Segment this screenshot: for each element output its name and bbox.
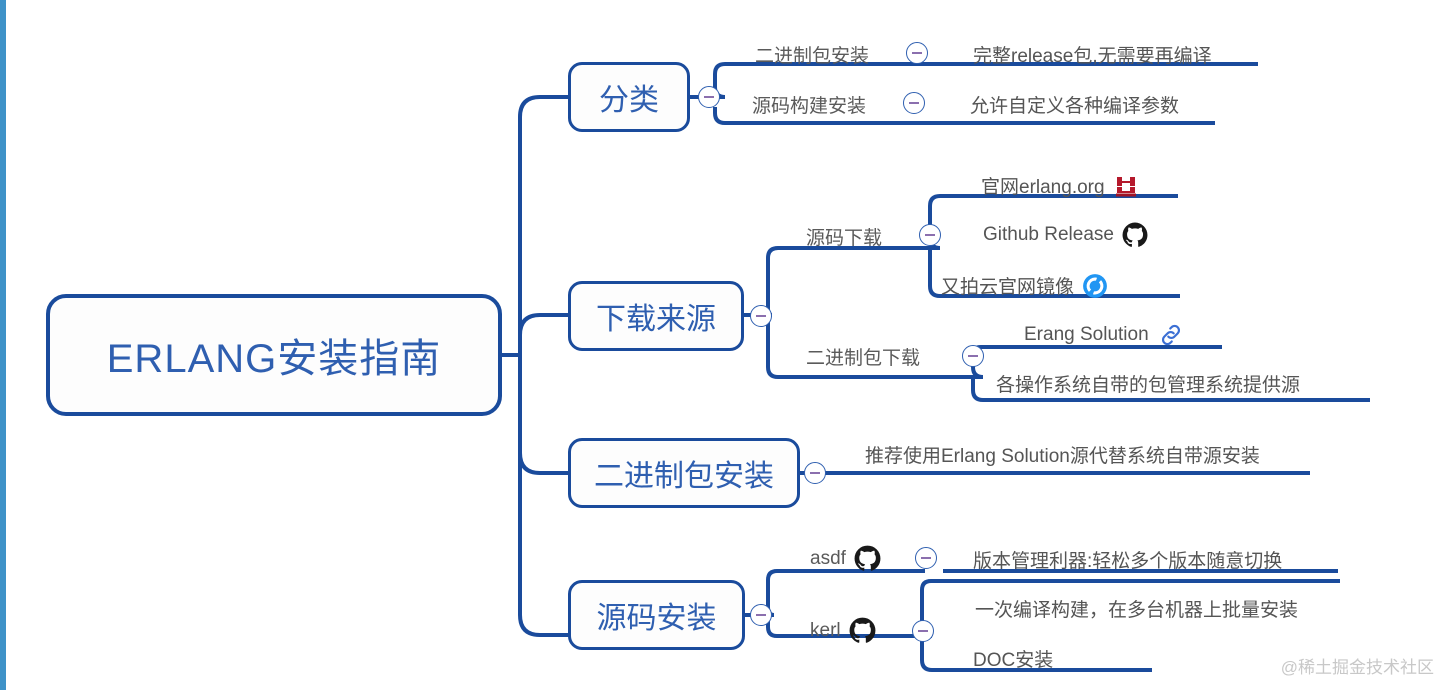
collapse-toggle-fenlei[interactable] bbox=[698, 86, 720, 108]
collapse-toggle-source-install[interactable] bbox=[750, 604, 772, 626]
leaf-text: 版本管理利器:轻松多个版本随意切换 bbox=[973, 551, 1283, 572]
collapse-toggle-asdf[interactable] bbox=[915, 547, 937, 569]
leaf-label-github-release[interactable]: Github Release bbox=[983, 222, 1148, 248]
leaf-text: 推荐使用Erlang Solution源代替系统自带源安装 bbox=[865, 446, 1260, 467]
leaf-label-release-package[interactable]: 完整release包,无需要再编译 bbox=[973, 41, 1212, 68]
leaf-text: 官网erlang.org bbox=[981, 177, 1105, 198]
subbranch-text: 源码构建安装 bbox=[752, 96, 867, 117]
subbranch-text: kerl bbox=[810, 619, 841, 641]
leaf-label-upyun-mirror[interactable]: 又拍云官网镜像 bbox=[941, 272, 1108, 299]
leaf-label-version-manager[interactable]: 版本管理利器:轻松多个版本随意切换 bbox=[973, 546, 1282, 573]
branch-node-label: 二进制包安装 bbox=[594, 460, 774, 493]
leaf-label-custom-compile-params[interactable]: 允许自定义各种编译参数 bbox=[970, 91, 1179, 118]
collapse-toggle-yuanmagoujian[interactable] bbox=[903, 92, 925, 114]
branch-node-xiazailaiyuan[interactable]: 下载来源 bbox=[568, 281, 744, 351]
leaf-label-erlang-official-site[interactable]: 官网erlang.org bbox=[981, 172, 1139, 199]
subbranch-text: 源码下载 bbox=[806, 228, 883, 249]
subbranch-text: 二进制包安装 bbox=[755, 46, 870, 67]
leaf-text: 又拍云官网镜像 bbox=[941, 277, 1075, 298]
leaf-label-os-package-manager[interactable]: 各操作系统自带的包管理系统提供源 bbox=[996, 370, 1300, 397]
leaf-text: 一次编译构建，在多台机器上批量安装 bbox=[975, 600, 1299, 621]
subbranch-text: asdf bbox=[810, 547, 846, 569]
branch-node-label: 源码安装 bbox=[596, 602, 717, 635]
root-node-label: ERLANG安装指南 bbox=[106, 337, 442, 381]
erlang-logo-icon bbox=[1113, 173, 1139, 199]
subbranch-label-erjinzhibaoxiazai[interactable]: 二进制包下载 bbox=[806, 343, 920, 370]
collapse-toggle-kerl[interactable] bbox=[912, 620, 934, 642]
collapse-toggle-yuanmaxiazai[interactable] bbox=[919, 224, 941, 246]
root-node[interactable]: ERLANG安装指南 bbox=[46, 294, 502, 416]
branch-node-yuanmaanzhuang[interactable]: 源码安装 bbox=[568, 580, 745, 650]
branch-node-label: 下载来源 bbox=[596, 303, 716, 336]
github-icon bbox=[849, 617, 876, 644]
branch-node-label: 分类 bbox=[599, 84, 659, 117]
link-icon bbox=[1157, 322, 1185, 348]
github-icon bbox=[1122, 222, 1148, 248]
branch-node-erjinzhibaoanzhuang[interactable]: 二进制包安装 bbox=[568, 438, 800, 508]
collapse-toggle-xiazailaiyuan[interactable] bbox=[750, 305, 772, 327]
collapse-toggle-erjinzhibaoanzhuang[interactable] bbox=[906, 42, 928, 64]
collapse-toggle-erjinzhibaoxiazai[interactable] bbox=[962, 345, 984, 367]
subbranch-label-yuanmagoujian[interactable]: 源码构建安装 bbox=[752, 91, 866, 118]
subbranch-label-erjinzhibaoanzhuang[interactable]: 二进制包安装 bbox=[755, 41, 869, 68]
leaf-text: Github Release bbox=[983, 224, 1114, 245]
leaf-text: Erang Solution bbox=[1024, 324, 1149, 345]
watermark: @稀土掘金技术社区 bbox=[1280, 658, 1434, 677]
branch-node-fenlei[interactable]: 分类 bbox=[568, 62, 690, 132]
upyun-icon bbox=[1082, 273, 1108, 299]
github-icon bbox=[854, 545, 881, 572]
leaf-text: 完整release包,无需要再编译 bbox=[973, 46, 1212, 67]
subbranch-text: 二进制包下载 bbox=[806, 348, 921, 369]
leaf-label-erlang-solution[interactable]: Erang Solution bbox=[1024, 322, 1185, 348]
leaf-label-batch-install[interactable]: 一次编译构建，在多台机器上批量安装 bbox=[975, 595, 1298, 622]
leaf-label-doc-install[interactable]: DOC安装 bbox=[973, 645, 1053, 672]
left-accent-bar bbox=[0, 0, 6, 690]
subbranch-label-kerl[interactable]: kerl bbox=[810, 617, 876, 644]
subbranch-label-yuanmaxiazai[interactable]: 源码下载 bbox=[806, 223, 882, 250]
subbranch-label-asdf[interactable]: asdf bbox=[810, 545, 881, 572]
leaf-label-recommend-erlang-solution[interactable]: 推荐使用Erlang Solution源代替系统自带源安装 bbox=[865, 441, 1260, 468]
leaf-text: 各操作系统自带的包管理系统提供源 bbox=[996, 375, 1301, 396]
leaf-text: DOC安装 bbox=[973, 650, 1054, 671]
collapse-toggle-binary-install[interactable] bbox=[804, 462, 826, 484]
leaf-text: 允许自定义各种编译参数 bbox=[970, 96, 1180, 117]
